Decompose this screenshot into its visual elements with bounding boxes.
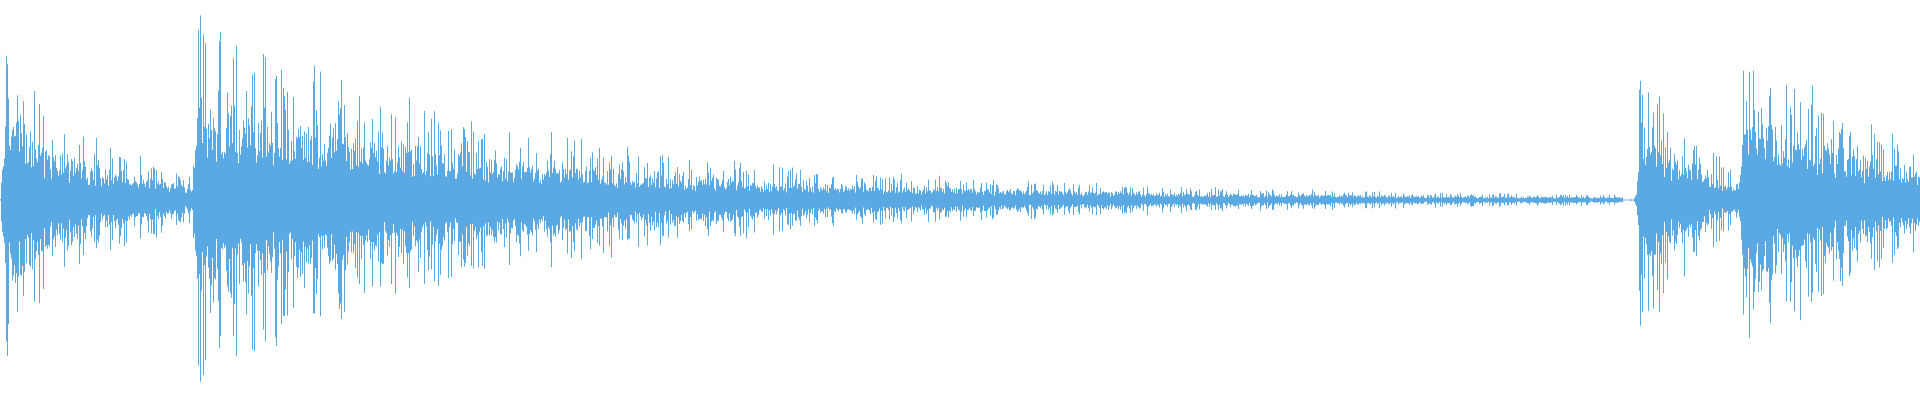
waveform-path [0, 15, 1920, 382]
waveform-samples [0, 15, 1920, 382]
